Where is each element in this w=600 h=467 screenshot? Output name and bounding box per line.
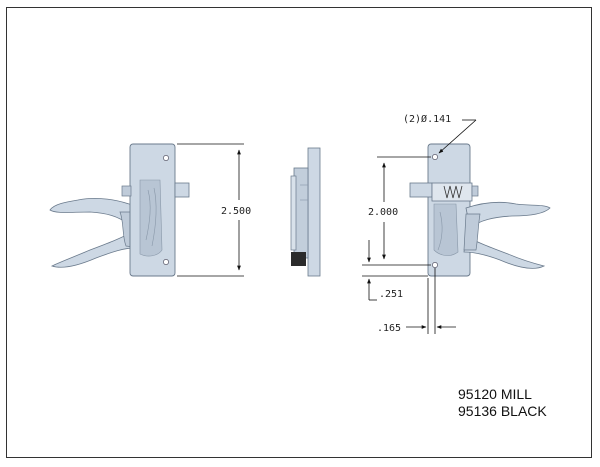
- front-view-bottom-hole: [163, 259, 169, 265]
- dimension-edge-offset-vertical-label: .251: [379, 289, 403, 300]
- dimension-edge-offset-horizontal: .165: [377, 268, 456, 334]
- front-view: [49, 143, 190, 277]
- drawing-border: [6, 7, 592, 458]
- back-view-spring: [443, 185, 463, 199]
- back-view-lower-lever: [463, 235, 546, 269]
- dimension-hole-spacing-label: 2.000: [368, 207, 398, 218]
- back-view: [409, 143, 551, 277]
- side-view-dark-block: [291, 252, 306, 266]
- back-view-upper-lever: [465, 201, 551, 229]
- dimension-height-overall-label: 2.500: [221, 206, 251, 217]
- side-view-plate: [307, 147, 321, 277]
- dimension-hole-spacing: 2.000: [362, 156, 431, 266]
- dimension-height-overall: 2.500: [177, 143, 251, 277]
- front-view-lower-lever: [50, 231, 135, 268]
- part-number-black: 95136 BLACK: [458, 403, 547, 419]
- front-view-upper-lever: [49, 197, 133, 225]
- hole-callout-label: (2)Ø.141: [403, 113, 451, 125]
- dimension-edge-offset-vertical: .251: [362, 240, 428, 301]
- side-view: [290, 147, 321, 277]
- part-number-mill: 95120 MILL: [458, 386, 532, 402]
- dimension-edge-offset-horizontal-label: .165: [377, 323, 401, 334]
- front-view-latch-bolt: [174, 182, 190, 198]
- back-view-bottom-hole: [432, 262, 438, 268]
- hole-callout: (2)Ø.141: [403, 113, 477, 154]
- back-view-top-hole: [432, 154, 438, 160]
- front-view-top-hole: [163, 155, 169, 161]
- front-view-internal-detail: [139, 179, 163, 257]
